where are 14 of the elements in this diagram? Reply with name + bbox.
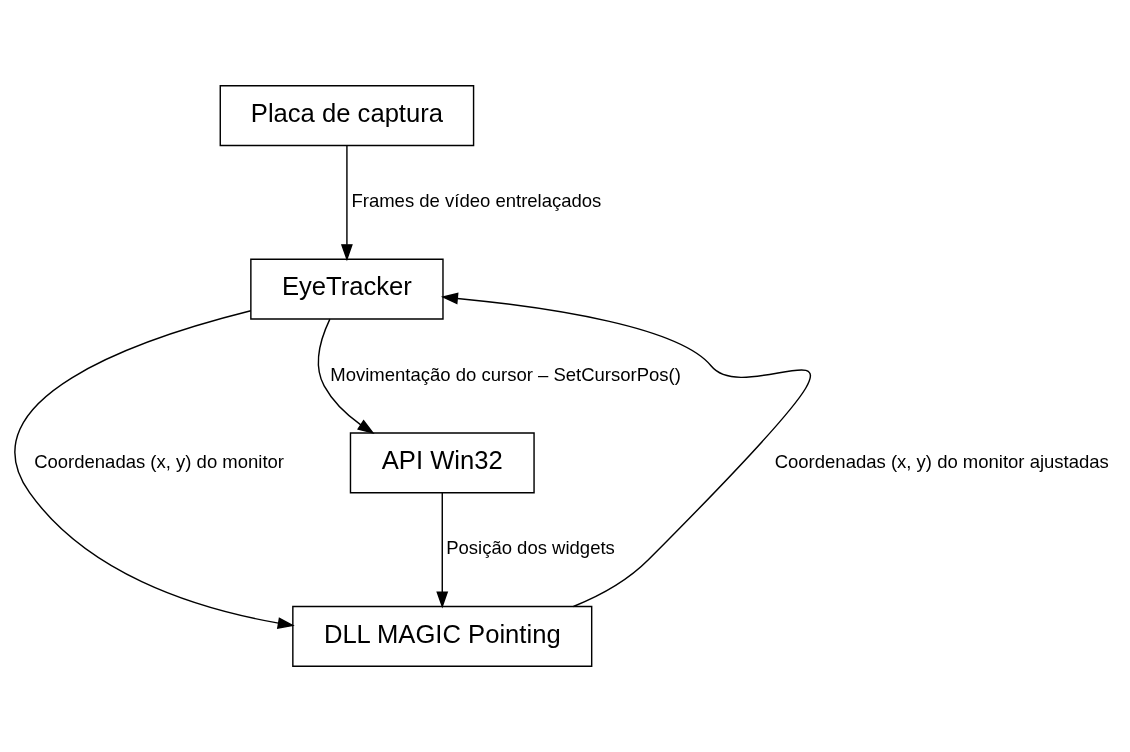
- arrow: [340, 144, 353, 262]
- node-box: EyeTracker: [250, 258, 444, 320]
- edge-label: Coordenadas (x, y) do monitor ajustadas: [774, 450, 1109, 472]
- node-box: DLL MAGIC Pointing: [292, 605, 593, 667]
- arrow: [440, 292, 812, 608]
- arrow: [317, 318, 375, 434]
- node-box: Placa de captura: [219, 85, 475, 147]
- edge-label: Movimentação do cursor – SetCursorPos(): [330, 363, 681, 385]
- arrow: [14, 310, 295, 629]
- edge-label: Coordenadas (x, y) do monitor: [34, 450, 285, 472]
- edge-label: Posição dos widgets: [446, 537, 615, 559]
- node-box: API Win32: [349, 432, 535, 494]
- edge-label: Frames de vídeo entrelaçados: [351, 190, 602, 212]
- arrow: [436, 492, 449, 609]
